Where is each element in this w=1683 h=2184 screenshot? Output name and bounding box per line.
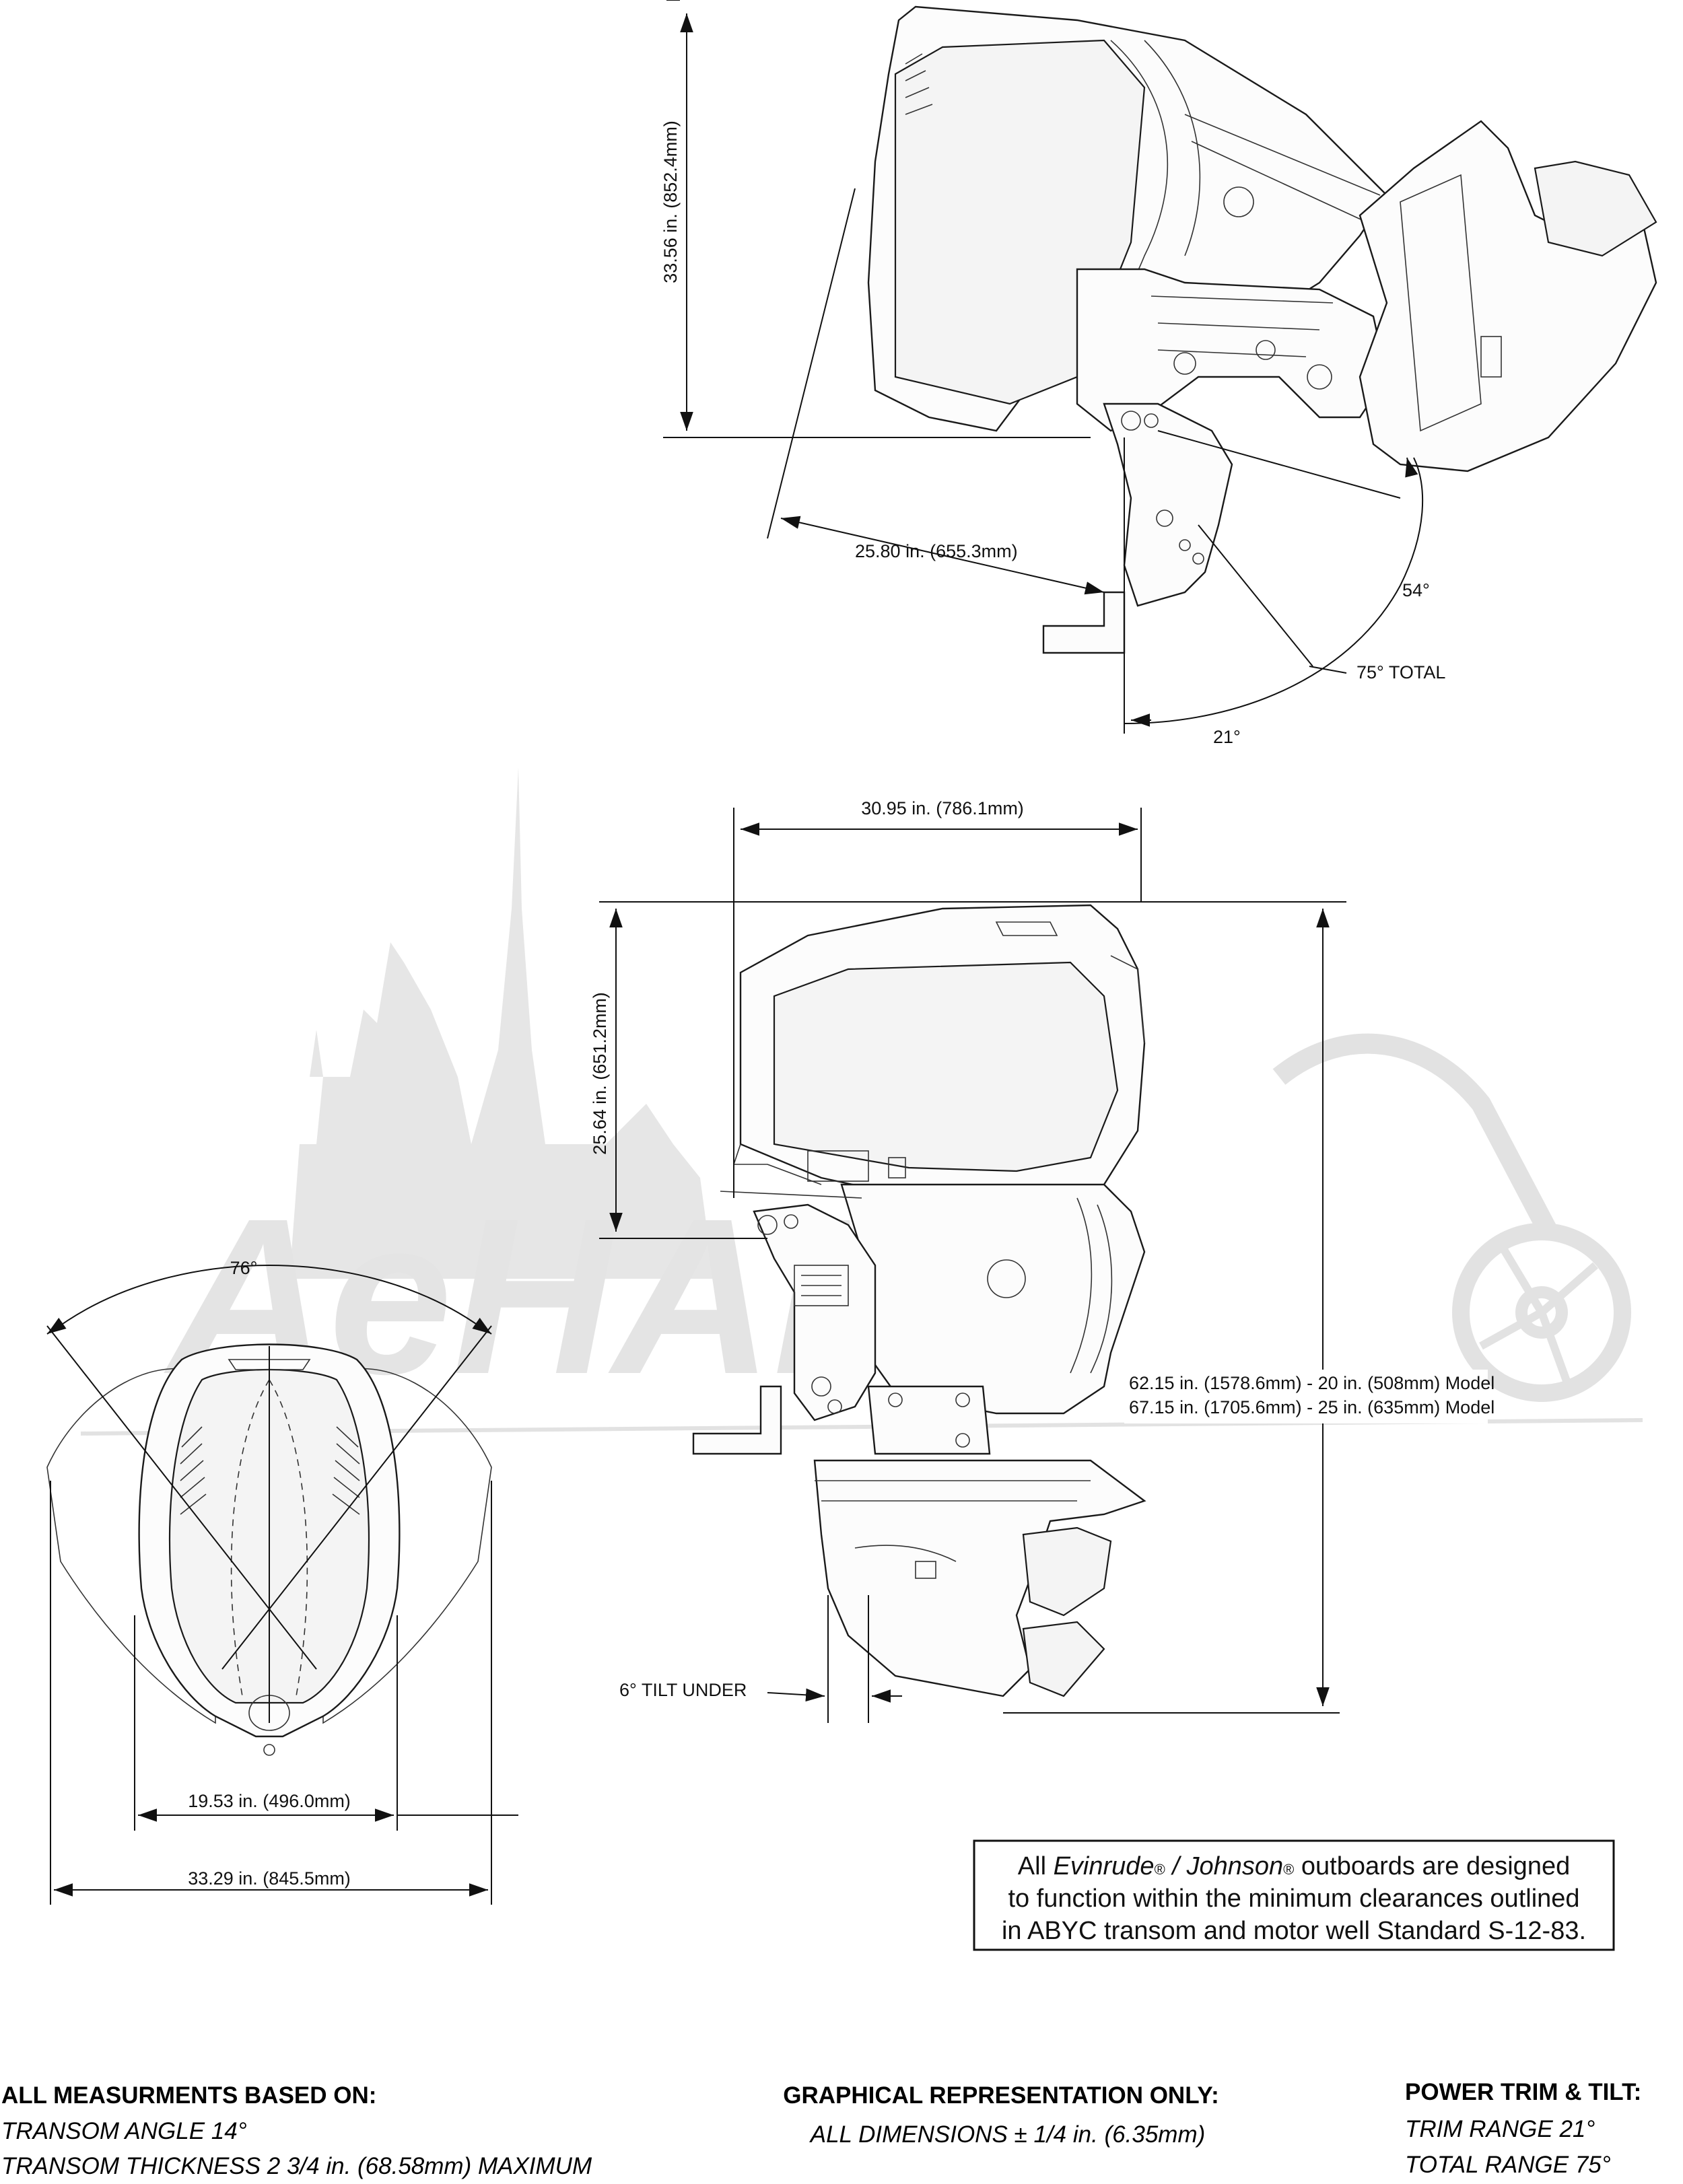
front-view: 76° 19.53 in. (496.0mm) 33.29 in. (845.5…: [46, 1258, 518, 1905]
transom-angle: TRANSOM ANGLE 14°: [1, 2118, 247, 2144]
width-dim: 30.95 in. (786.1mm): [861, 798, 1024, 818]
dimension-tolerance: ALL DIMENSIONS ± 1/4 in. (6.35mm): [809, 2121, 1206, 2148]
graphical-only-title: GRAPHICAL REPRESENTATION ONLY:: [783, 2082, 1219, 2109]
notice-line-2: to function within the minimum clearance…: [1008, 1884, 1579, 1913]
upper-height-dim: 25.64 in. (651.2mm): [590, 992, 610, 1155]
outer-width-dim: 33.29 in. (845.5mm): [188, 1868, 351, 1889]
total-height-25in: 67.15 in. (1705.6mm) - 25 in. (635mm) Mo…: [1129, 1397, 1495, 1417]
side-view: 30.95 in. (786.1mm) 25.64 in. (651.2mm) …: [590, 798, 1495, 1723]
tilt-under-label: 6° TILT UNDER: [619, 1680, 747, 1700]
measurements-basis-title: ALL MEASURMENTS BASED ON:: [1, 2082, 376, 2109]
inner-width-dim: 19.53 in. (496.0mm): [188, 1791, 351, 1811]
total-height-20in: 62.15 in. (1578.6mm) - 20 in. (508mm) Mo…: [1129, 1373, 1495, 1393]
trim-tilt-title: POWER TRIM & TILT:: [1405, 2079, 1641, 2105]
notice-line-1: All Evinrude® / Johnson® outboards are d…: [1018, 1852, 1570, 1880]
footer-notes: ALL MEASURMENTS BASED ON: TRANSOM ANGLE …: [1, 2079, 1641, 2179]
clearance-notice: All Evinrude® / Johnson® outboards are d…: [973, 1839, 1615, 1951]
trim-angle-label: 21°: [1213, 727, 1241, 747]
trim-range: TRIM RANGE 21°: [1405, 2116, 1595, 2142]
total-angle-label: 75° TOTAL: [1356, 662, 1445, 682]
steer-angle-label: 76°: [230, 1258, 258, 1278]
tilted-engine-view: 33.56 in. (852.4mm) 25.80 in. (655.3mm) …: [660, 0, 1657, 747]
total-range: TOTAL RANGE 75°: [1405, 2152, 1611, 2178]
tilt-angle-label: 54°: [1402, 580, 1430, 600]
transom-thickness: TRANSOM THICKNESS 2 3/4 in. (68.58mm) MA…: [1, 2153, 592, 2179]
tilt-height-dim: 33.56 in. (852.4mm): [660, 120, 681, 283]
notice-line-3: in ABYC transom and motor well Standard …: [1002, 1917, 1586, 1945]
reach-dim: 25.80 in. (655.3mm): [855, 541, 1018, 561]
